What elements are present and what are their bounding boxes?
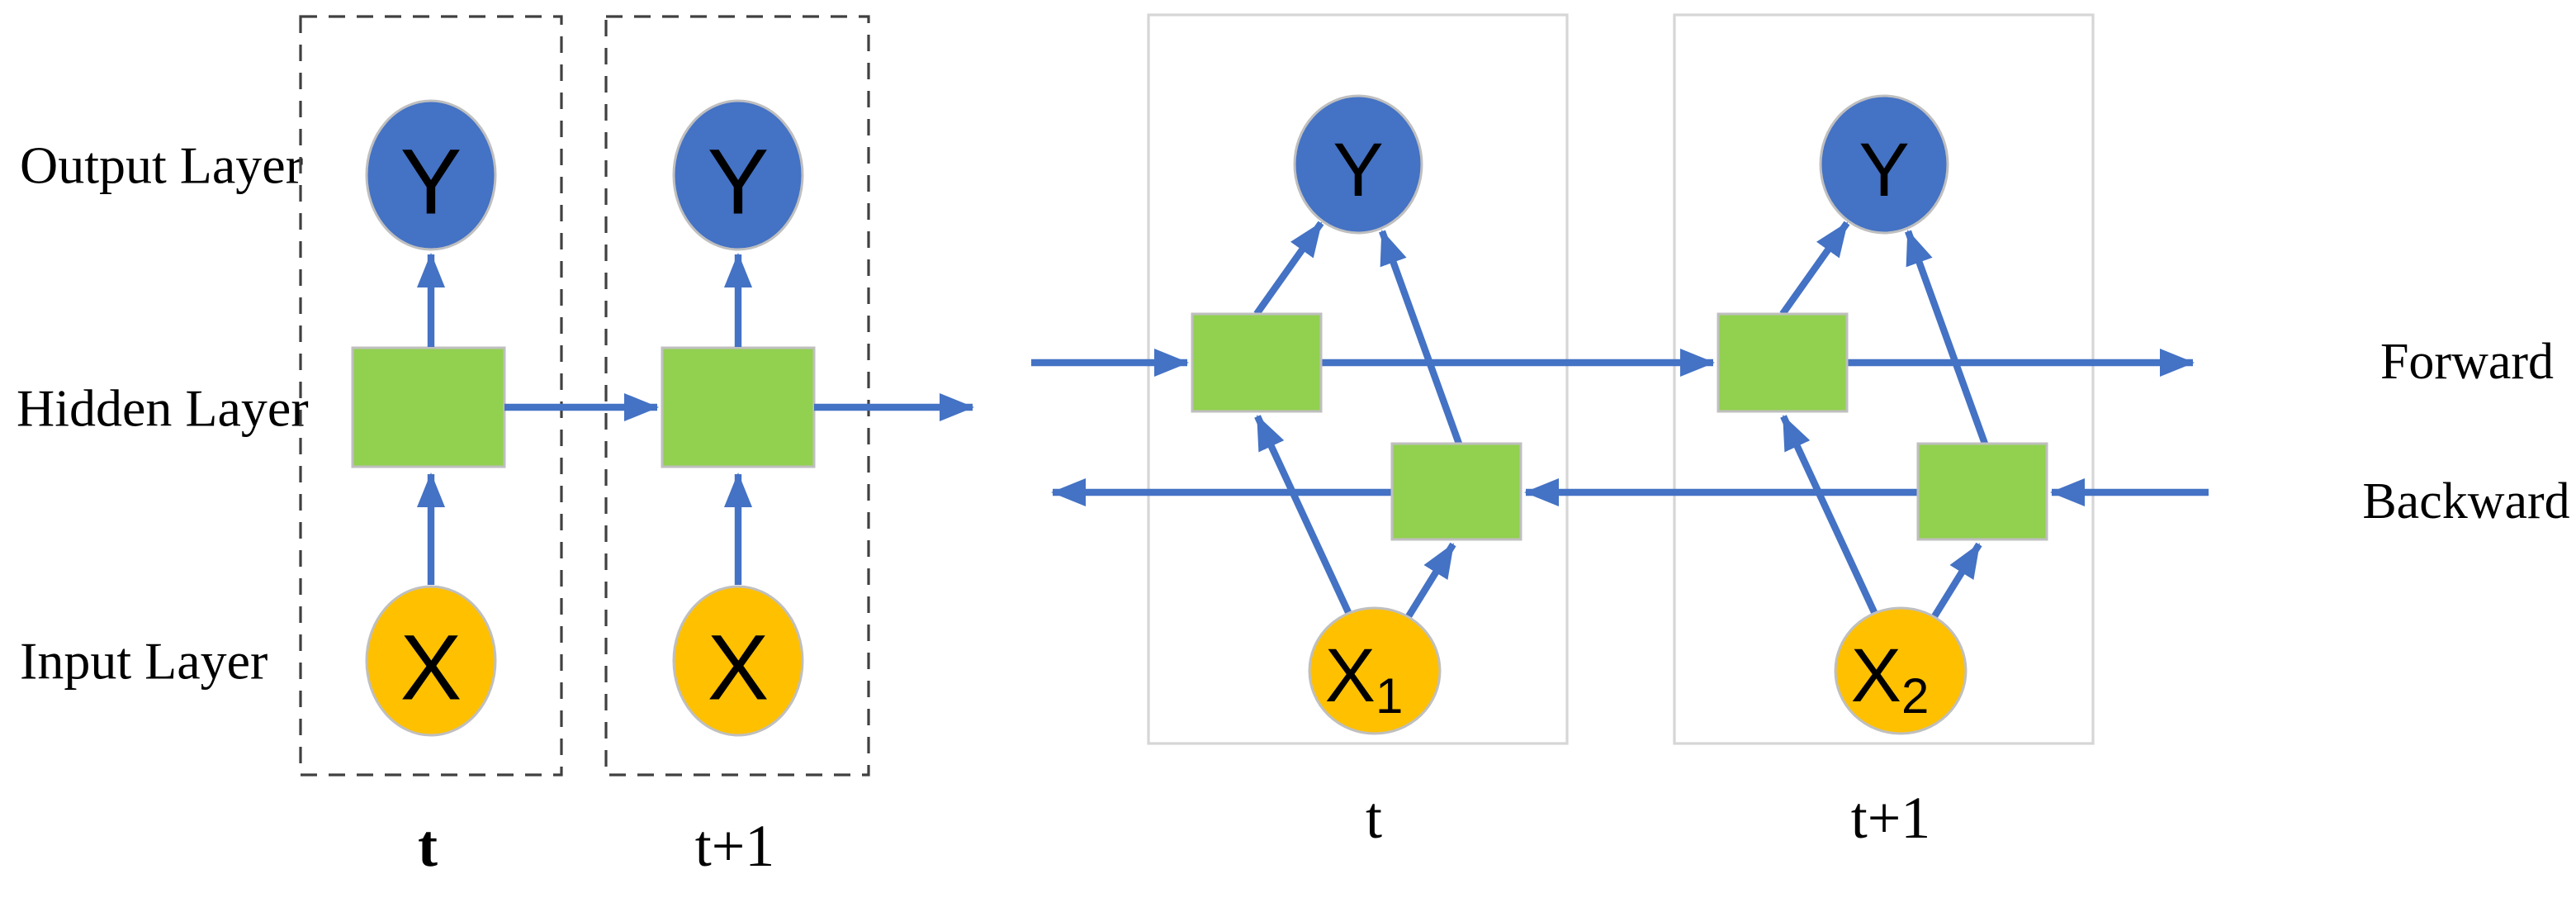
birnn-output-node-t1-letter: Y [1859,128,1909,212]
input-t1-base: X [1851,634,1901,718]
birnn-output-node-t [1293,94,1423,235]
arrow-forward-hidden-to-output-t [1253,221,1324,316]
hidden-layer-label: Hidden Layer [17,379,309,438]
hidden-node-t1 [661,346,816,468]
left-rnn-diagram: Output Layer Hidden Layer Input Layer Y … [17,15,974,879]
input-node-t-letter: X [400,616,462,720]
left-time-label-t1: t+1 [695,813,775,879]
input-node-t1-letter: X [708,616,769,720]
arrow-input-to-forward-hidden-t1 [1780,415,1878,615]
arrow-backward-hidden-to-output-t1 [1905,230,1988,445]
right-time-label-t1: t+1 [1851,785,1931,851]
arrow-input-to-forward-hidden-t [1254,415,1352,615]
input-layer-label: Input Layer [20,632,268,691]
dashed-timestep-box-t1 [604,15,870,777]
backward-hidden-node-t1 [1916,442,2048,541]
hidden-node-t [351,346,506,468]
birnn-input-node-t1-letter: X2 [1851,634,1930,724]
output-node-t-letter: Y [400,131,462,234]
birnn-input-node-t1 [1834,606,1968,735]
right-birnn-diagram: Y Y X1 X2 t t+1 Forward Backward [1031,13,2570,851]
left-time-label-t: t [418,813,438,879]
input-t-subscript: 1 [1376,668,1403,724]
input-node-t1 [672,585,804,737]
birnn-output-node-t-letter: Y [1333,128,1383,212]
dashed-timestep-box-t [299,15,563,777]
birnn-input-node-t [1308,606,1442,735]
arrow-backward-hidden-to-output-t [1379,230,1462,445]
output-node-t1-letter: Y [708,131,769,234]
output-node-t1 [672,99,804,251]
output-layer-label: Output Layer [20,136,303,195]
frame-box-t1 [1673,13,2095,745]
forward-direction-label: Forward [2380,334,2554,390]
input-node-t [365,585,497,737]
input-t1-subscript: 2 [1901,668,1929,724]
arrow-forward-hidden-to-output-t1 [1779,221,1850,316]
forward-hidden-node-t1 [1717,312,1849,413]
birnn-input-node-t-letter: X1 [1325,634,1404,724]
forward-hidden-node-t [1191,312,1323,413]
output-node-t [365,99,497,251]
right-time-label-t: t [1366,785,1382,851]
backward-direction-label: Backward [2362,473,2569,530]
arrow-input-to-backward-hidden-t1 [1931,542,1982,620]
arrow-input-to-backward-hidden-t [1405,542,1456,620]
input-t-base: X [1325,634,1376,718]
frame-box-t [1147,13,1569,745]
birnn-output-node-t1 [1819,94,1949,235]
backward-hidden-node-t [1390,442,1522,541]
